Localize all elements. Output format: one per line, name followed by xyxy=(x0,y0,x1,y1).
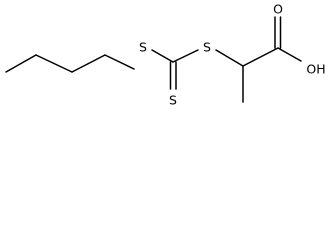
atom-oh: OH xyxy=(306,62,325,77)
atom-o-carbonyl: O xyxy=(273,2,283,17)
atom-s-left: S xyxy=(139,40,147,55)
bond-s-ch xyxy=(215,49,244,67)
bond-ch-cooh xyxy=(242,47,279,67)
chemical-structure-diagram: S S S O OH xyxy=(5,2,326,108)
bond-c1-c2 xyxy=(5,54,37,73)
bond-c-oh xyxy=(277,47,302,62)
bond-c2-c3 xyxy=(35,54,73,73)
bond-s-cthione xyxy=(151,49,174,63)
bond-c3-c4 xyxy=(71,54,106,73)
atom-s-right: S xyxy=(203,40,211,55)
bond-c4-s xyxy=(104,54,135,70)
atom-s-thione: S xyxy=(169,93,177,108)
bond-cthione-s xyxy=(172,49,199,63)
